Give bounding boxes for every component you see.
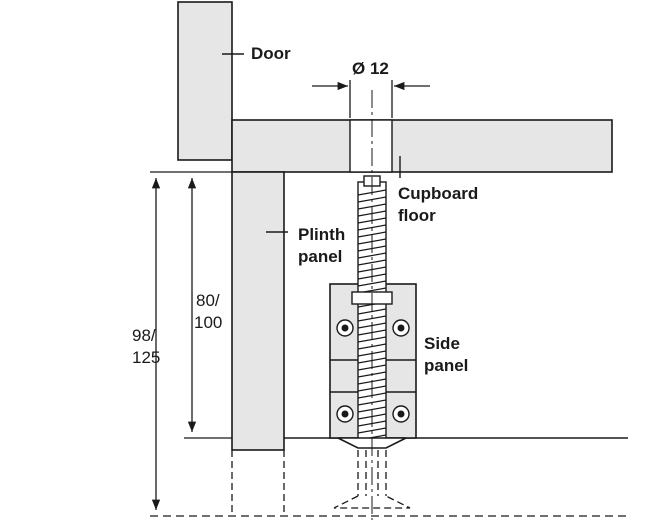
plinth-panel-label-line1: Plinth (298, 225, 346, 244)
side-panel-label-line1: Side (424, 334, 460, 353)
screw-hole-bottom-left (336, 405, 354, 423)
diameter-dimension (312, 80, 430, 118)
side-panel-label-line2: panel (424, 356, 469, 375)
height-dimension-outer (150, 171, 184, 510)
plinth-panel-label-line2: panel (298, 247, 343, 266)
outer-height-label-line1: 98/ (132, 326, 156, 345)
plinth-extension-dashed (231, 450, 285, 516)
extended-foot-dashed (333, 450, 411, 509)
height-dimension-inner (184, 171, 232, 439)
inner-height-label-line2: 100 (194, 313, 223, 332)
cupboard-floor-panel (231, 119, 613, 173)
cupboard-floor-label-line2: floor (398, 206, 436, 225)
door-label: Door (251, 44, 291, 63)
diameter-label: Ø 12 (352, 59, 389, 78)
outer-height-label-line2: 125 (132, 348, 161, 367)
cupboard-floor-label-line1: Cupboard (398, 184, 479, 203)
screw-hole-top-right (392, 319, 410, 337)
label-leaders (222, 53, 401, 233)
plinth-panel (231, 171, 285, 451)
screw-hole-top-left (336, 319, 354, 337)
door-panel (177, 1, 233, 161)
screw-hole-bottom-right (392, 405, 410, 423)
floor-hole (349, 119, 393, 173)
inner-height-label-line1: 80/ (196, 291, 220, 310)
